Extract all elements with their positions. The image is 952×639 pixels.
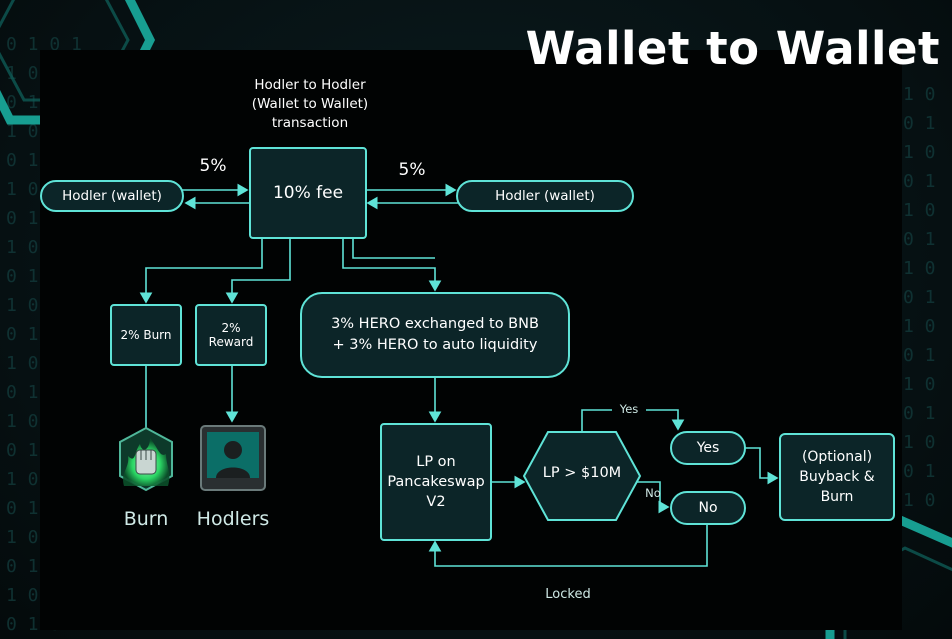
binary-background-right: 1 0 0 1 1 0 0 1 1 0 0 1 1 0 0 1 1 0 0 1 … [903, 84, 936, 511]
no-node: No [670, 491, 746, 525]
hero-exchange-node: 3% HERO exchanged to BNB + 3% HERO to au… [300, 292, 570, 378]
yes-node: Yes [670, 431, 746, 465]
edge-label-left-percent: 5% [199, 156, 227, 176]
edge-label-yes: Yes [612, 402, 646, 416]
burn-icon-label: Burn [123, 508, 169, 530]
reward-percent-node: 2% Reward [195, 304, 267, 366]
hodlers-user-icon [200, 424, 266, 492]
fee-node: 10% fee [249, 147, 367, 239]
page-title: Wallet to Wallet [525, 22, 940, 75]
hodlers-icon-label: Hodlers [196, 508, 270, 530]
lp-pancakeswap-node: LP on Pancakeswap V2 [380, 423, 492, 541]
burn-percent-node: 2% Burn [110, 304, 182, 366]
edge-label-no: No [645, 486, 661, 500]
edge-label-locked: Locked [545, 587, 591, 602]
hodler-right-node: Hodler (wallet) [456, 180, 634, 212]
burn-fist-icon [110, 424, 182, 496]
header-label: Hodler to Hodler (Wallet to Wallet) tran… [251, 77, 369, 131]
buyback-burn-node: (Optional) Buyback & Burn [779, 433, 895, 521]
hodler-left-node: Hodler (wallet) [40, 180, 184, 212]
edge-label-right-percent: 5% [398, 160, 426, 180]
lp-check-node: LP > $10M [542, 465, 622, 481]
